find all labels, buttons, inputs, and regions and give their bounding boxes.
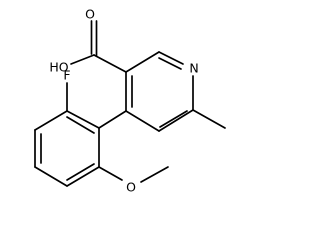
bond-pyridine-c2-n1-inner (158, 57, 182, 70)
bond-carboxyl-c-oh (70, 54, 95, 65)
bond-pyridine-c6-c5 (158, 109, 194, 132)
bond-phenyl-c5-c6 (66, 166, 100, 187)
bond-ring-c3-carboxyl-c (93, 54, 127, 73)
atom-label-hydroxyl: HO (49, 60, 68, 75)
bond-pyridine-c3-c2 (125, 51, 160, 73)
atom-label-ring-nitrogen: N (189, 61, 198, 76)
bond-pyridine-c2-n1 (158, 51, 184, 65)
bond-phenyl-c1-c2-inner (66, 116, 95, 134)
chemical-structure-diagram: O HO N F O (34, 7, 226, 195)
bond-methoxy-o-methyl (140, 166, 169, 183)
bond-phenyl-methoxy-o (98, 166, 123, 181)
bond-phenyl-c2-c3 (34, 110, 68, 131)
bond-phenyl-c4-c5 (34, 166, 68, 187)
structure-canvas: O HO N F O (34, 6, 226, 195)
bond-biaryl-link (98, 110, 127, 129)
bond-phenyl-c1-c2 (66, 110, 100, 129)
bond-pyridine-c6-c5-inner (159, 110, 188, 128)
atom-label-fluorine: F (63, 68, 70, 83)
bond-pyridine-c5-c4 (125, 110, 160, 132)
atom-label-methoxy-oxygen: O (126, 180, 136, 195)
bond-pyridine-methyl (192, 109, 226, 129)
atom-label-carbonyl-oxygen: O (85, 7, 95, 22)
bond-phenyl-c5-c6-inner (66, 163, 95, 181)
